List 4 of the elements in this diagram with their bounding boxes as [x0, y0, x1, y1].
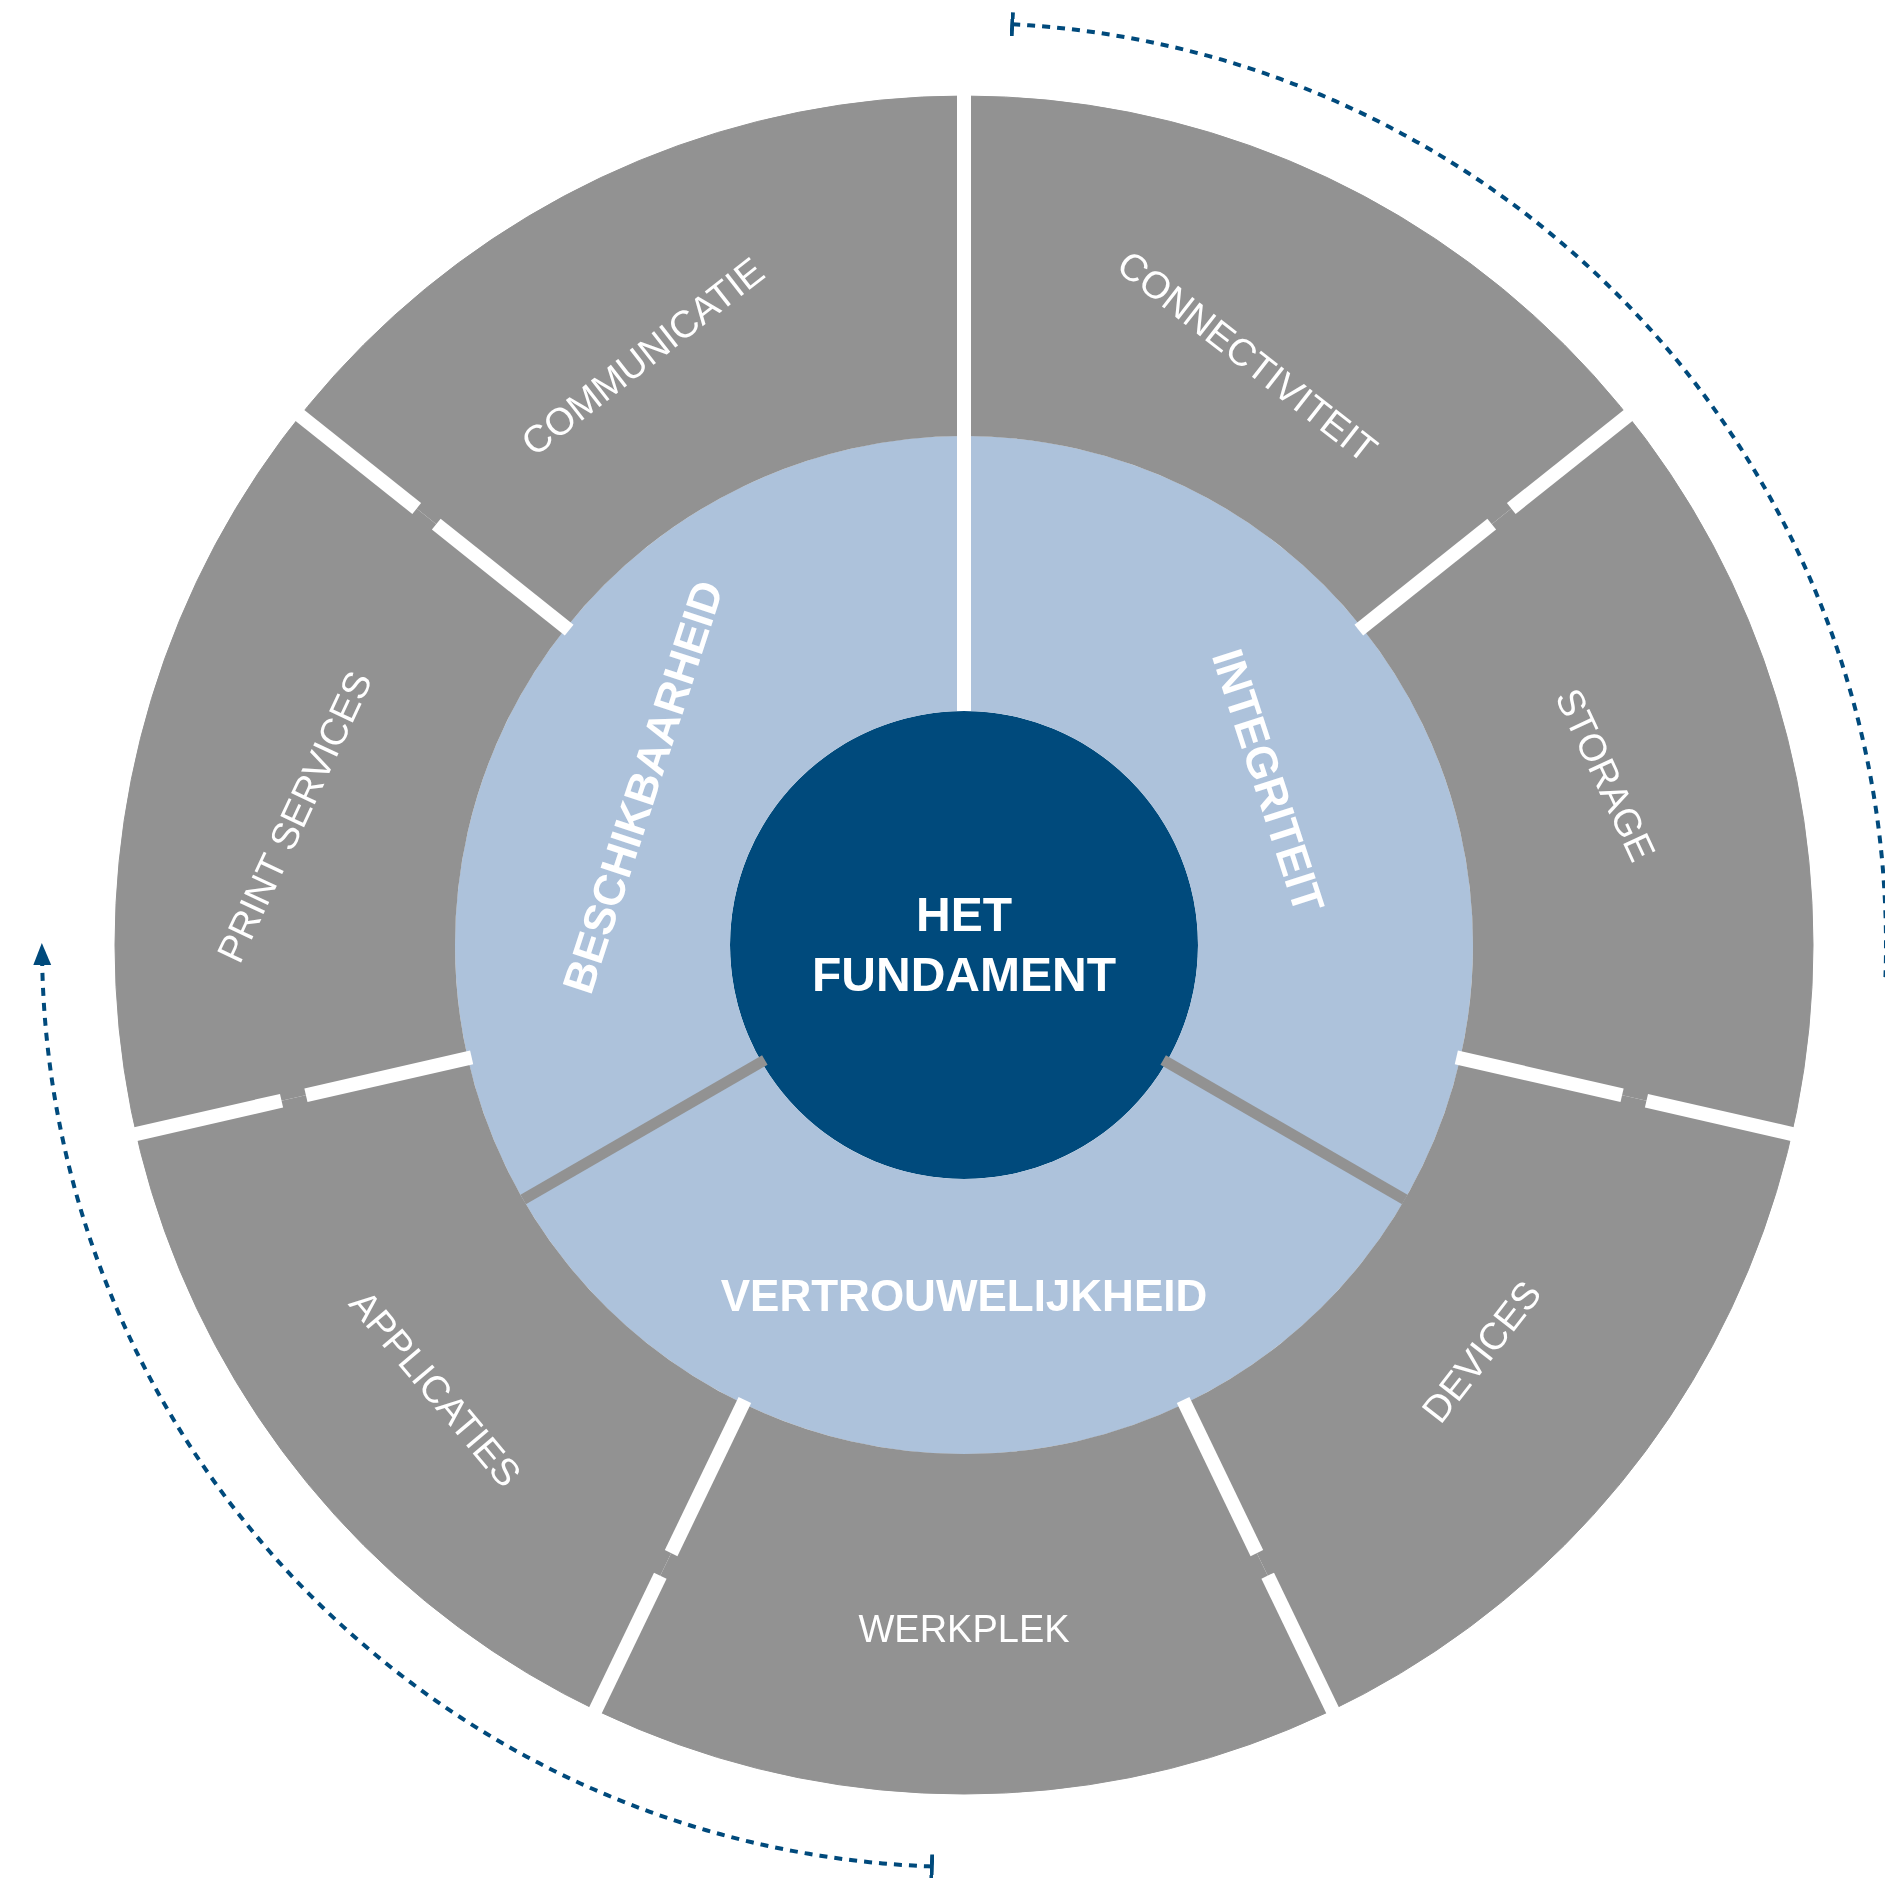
- center-circle: [730, 711, 1198, 1179]
- center-label: HET FUNDAMENT: [811, 887, 1117, 1003]
- segment-label: WERKPLEK: [858, 1600, 1070, 1658]
- segment-label: VERTROUWELIJKHEID: [720, 1263, 1208, 1329]
